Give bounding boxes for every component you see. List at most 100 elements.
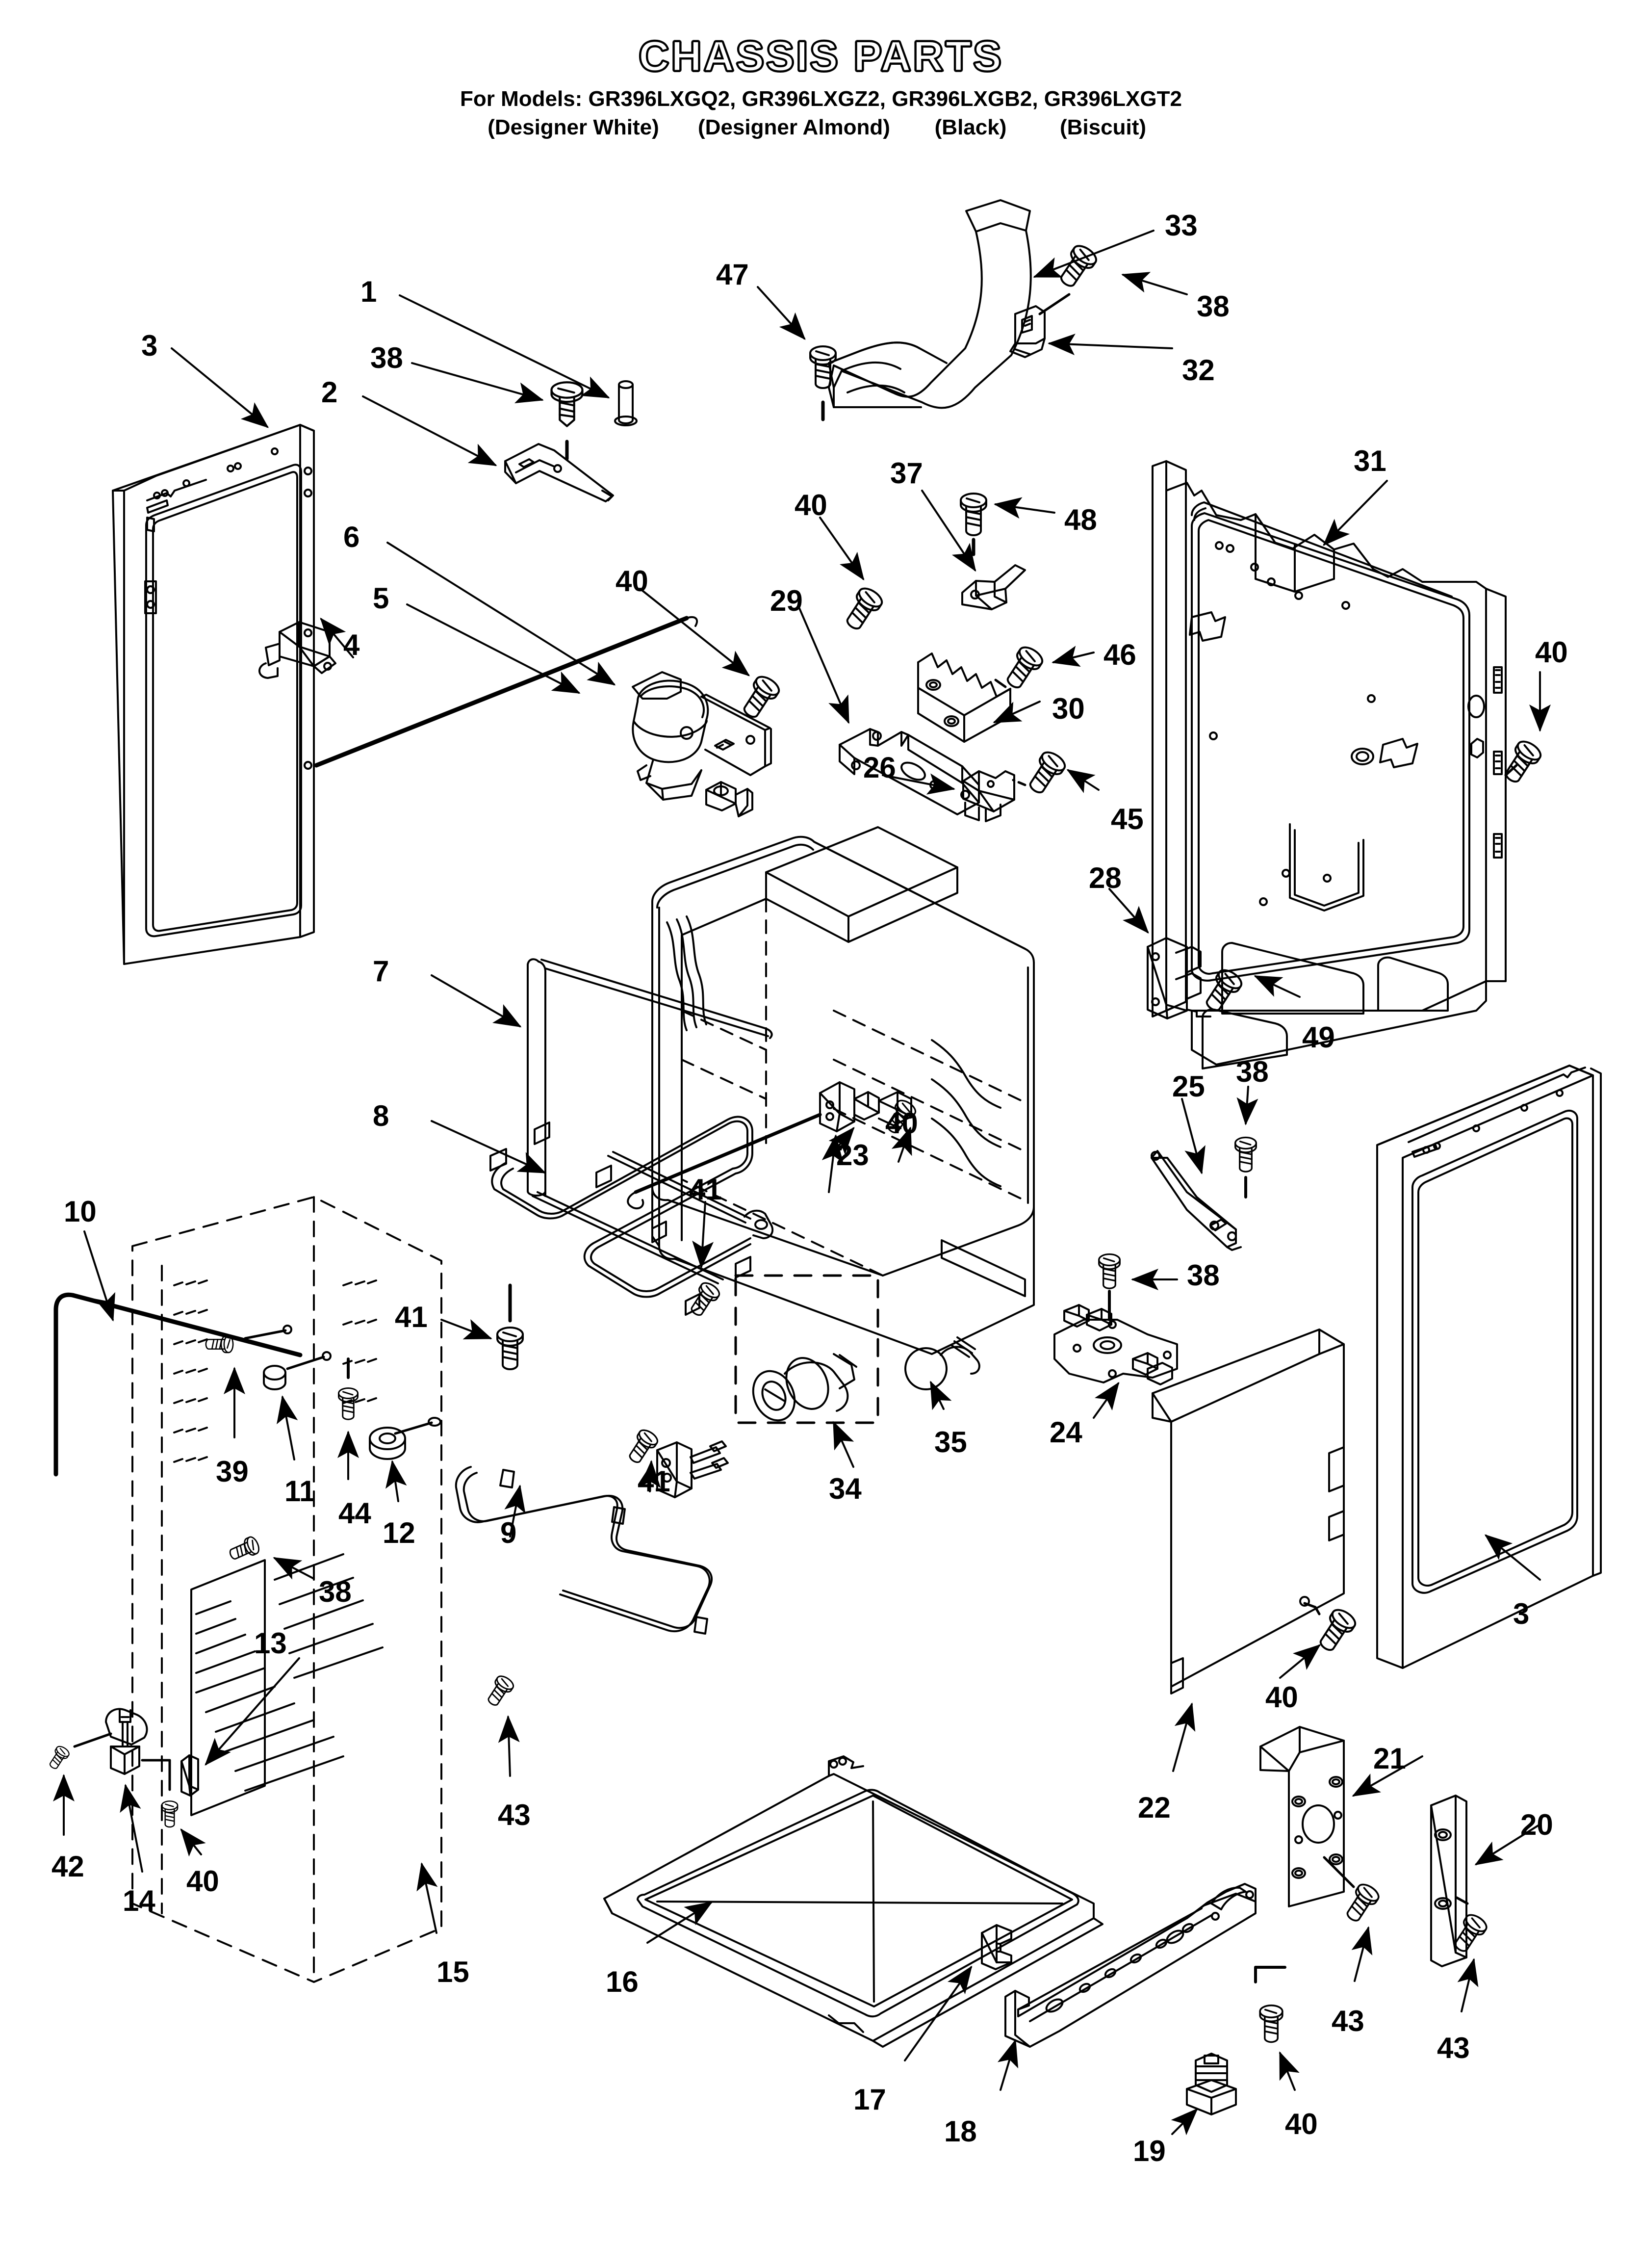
callout-number-48: 48 xyxy=(1064,503,1097,536)
callout-number-7: 7 xyxy=(373,955,389,988)
part-25-brace xyxy=(1151,1150,1242,1251)
leader-14 xyxy=(120,1784,143,1873)
callout-number-23: 23 xyxy=(836,1139,869,1172)
part-38-screw-brace xyxy=(1234,1136,1257,1173)
callout-number-38: 38 xyxy=(370,341,403,374)
callout-number-38: 38 xyxy=(1236,1055,1269,1088)
leader-43-bracket xyxy=(1351,1926,1373,1982)
callout-number-32: 32 xyxy=(1182,354,1215,387)
part-38-screw-top xyxy=(552,382,583,426)
part-31-back-panel xyxy=(1152,460,1507,1069)
leader-11 xyxy=(277,1395,298,1460)
callout-number-6: 6 xyxy=(343,521,360,553)
leader-41-c xyxy=(639,1460,661,1492)
callout-number-41: 41 xyxy=(689,1173,722,1206)
leader-17 xyxy=(904,1965,973,2061)
callout-number-16: 16 xyxy=(606,1965,639,1998)
callout-number-11: 11 xyxy=(284,1475,316,1508)
leader-25 xyxy=(1181,1098,1206,1174)
part-24-mount-plate xyxy=(1053,1304,1178,1385)
leader-38-top xyxy=(411,362,544,404)
callout-number-43: 43 xyxy=(1437,2032,1470,2064)
part-40-screw-div xyxy=(1313,1605,1360,1656)
leader-21 xyxy=(1352,1755,1423,1797)
callout-number-44: 44 xyxy=(338,1497,371,1530)
leader-45 xyxy=(1066,769,1100,793)
leader-43-left xyxy=(498,1715,520,1777)
part-10-wire xyxy=(53,1292,303,1477)
part-20-strike-plate xyxy=(1430,1795,1467,1967)
part-41-screw-b xyxy=(686,1279,723,1320)
leader-40-bottom xyxy=(1279,2051,1300,2091)
leader-34 xyxy=(833,1421,854,1468)
part-8-bake-element xyxy=(489,1116,774,1316)
leader-40-div xyxy=(1279,1644,1321,1679)
callout-number-38: 38 xyxy=(319,1575,352,1608)
leader-31 xyxy=(1323,480,1388,546)
part-15-insulation-hatch xyxy=(173,1279,384,1816)
leader-12 xyxy=(385,1460,407,1502)
part-38-screw-plate xyxy=(1098,1253,1121,1289)
leader-41-b xyxy=(692,1201,714,1269)
leader-26 xyxy=(882,773,955,795)
callout-number-25: 25 xyxy=(1172,1070,1205,1103)
leader-16 xyxy=(646,1901,713,1944)
leader-2 xyxy=(362,395,497,466)
leader-19 xyxy=(1171,2108,1198,2136)
part-16-drawer-pan xyxy=(603,1755,1103,2048)
part-17-clip xyxy=(981,1924,1012,1970)
callout-number-41: 41 xyxy=(395,1301,428,1333)
leader-48 xyxy=(994,497,1055,519)
callout-number-31: 31 xyxy=(1354,444,1386,477)
leader-9 xyxy=(504,1485,526,1538)
callout-number-37: 37 xyxy=(890,457,923,490)
leader-4 xyxy=(320,617,354,658)
part-43-screw-bracket xyxy=(1340,1880,1383,1927)
leader-37 xyxy=(921,490,976,572)
leader-10 xyxy=(83,1230,115,1322)
leader-38-brace xyxy=(1236,1086,1258,1125)
part-35-lamp xyxy=(904,1336,980,1390)
title-block: CHASSIS PARTS For Models: GR396LXGQ2, GR… xyxy=(0,33,1642,140)
callout-number-12: 12 xyxy=(383,1516,415,1549)
color-variant-0: (Designer White) xyxy=(487,115,659,140)
part-11-bushing xyxy=(263,1365,286,1390)
part-6-sensor-assembly xyxy=(632,671,772,817)
leader-28 xyxy=(1108,888,1149,934)
leader-15 xyxy=(416,1862,438,1934)
callout-number-4: 4 xyxy=(343,628,360,661)
callout-number-18: 18 xyxy=(944,2115,977,2148)
callout-number-22: 22 xyxy=(1138,1791,1171,1824)
part-18-slide-rail xyxy=(1004,1883,1257,2048)
part-21-anti-tip-bracket xyxy=(1259,1726,1345,1907)
callout-number-5: 5 xyxy=(373,582,389,615)
part-30-bracket xyxy=(917,652,1011,743)
part-33-vent-duct xyxy=(828,199,1032,409)
part-34-dashed-box xyxy=(734,1274,879,1424)
leader-47 xyxy=(757,286,806,340)
leader-22 xyxy=(1172,1702,1196,1772)
color-variants-line: (Designer White)(Designer Almond)(Black)… xyxy=(0,115,1642,140)
callout-number-14: 14 xyxy=(123,1884,155,1917)
part-37-clip xyxy=(961,564,1026,610)
part-42-screw xyxy=(46,1744,72,1772)
leader-1 xyxy=(399,294,610,398)
part-41-screw-c xyxy=(624,1426,661,1467)
callout-number-40: 40 xyxy=(795,489,827,521)
leader-49 xyxy=(1254,975,1301,998)
leader-7 xyxy=(431,974,522,1028)
leader-24 xyxy=(1093,1382,1120,1419)
leader-3-left xyxy=(171,347,269,428)
leader-40-bl xyxy=(180,1828,206,1857)
callout-number-43: 43 xyxy=(1332,2005,1364,2037)
part-38-screw-lower xyxy=(226,1534,262,1564)
leader-43-right xyxy=(1457,1958,1479,2012)
part-14-leveling-leg xyxy=(105,1708,148,1775)
leader-30 xyxy=(993,701,1041,723)
leader-20 xyxy=(1474,1824,1540,1866)
callout-number-9: 9 xyxy=(500,1516,517,1549)
part-23-oven-sensor xyxy=(627,1081,912,1210)
callout-number-39: 39 xyxy=(216,1455,249,1488)
oven-cavity xyxy=(651,826,1035,1355)
part-29-rail xyxy=(839,728,980,815)
